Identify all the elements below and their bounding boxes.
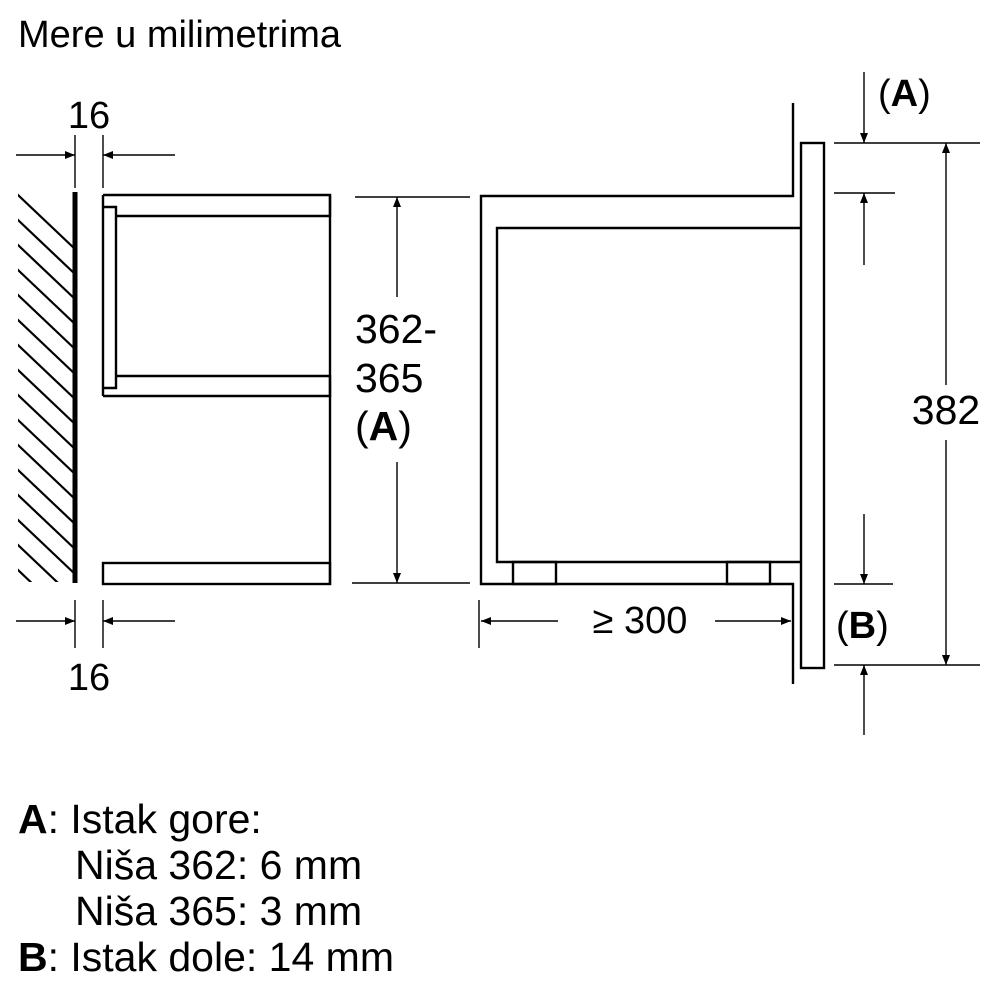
niche-height-label-1: 362- bbox=[355, 306, 437, 352]
front-height-label: 382 bbox=[912, 387, 980, 433]
appliance-body bbox=[495, 226, 801, 586]
gap-label-top: 16 bbox=[68, 95, 110, 137]
bottom-offset-dimension bbox=[834, 514, 980, 735]
legend: A: Istak gore: Niša 362: 6 mm Niša 365: … bbox=[18, 796, 394, 980]
top-offset-dimension bbox=[834, 72, 980, 265]
top-offset-ref: (A) bbox=[878, 73, 931, 115]
depth-dimension bbox=[478, 600, 791, 648]
legend-item-a: A: Istak gore: bbox=[18, 796, 394, 842]
legend-item-b: B: Istak dole: 14 mm bbox=[18, 934, 394, 980]
bottom-offset-ref: (B) bbox=[836, 605, 889, 647]
legend-a-niche-365: Niša 365: 3 mm bbox=[75, 888, 363, 934]
gap-dimension-bottom bbox=[16, 600, 175, 648]
legend-key-a: A bbox=[18, 796, 48, 842]
gap-label-bottom: 16 bbox=[68, 657, 110, 699]
niche-height-ref: (A) bbox=[355, 403, 412, 449]
depth-label: ≥ 300 bbox=[593, 600, 688, 642]
gap-dimension-top bbox=[16, 135, 175, 188]
niche-height-dimension bbox=[352, 196, 470, 584]
cabinet-side-section bbox=[101, 193, 332, 586]
diagram-title: Mere u milimetrima bbox=[18, 14, 342, 56]
niche-height-label-2: 365 bbox=[355, 355, 423, 401]
wall-hatching bbox=[18, 193, 76, 582]
legend-text-a: : Istak gore: bbox=[47, 796, 262, 842]
niche-outline bbox=[479, 103, 795, 684]
legend-key-b: B bbox=[18, 934, 48, 980]
legend-text-b: : Istak dole: 14 mm bbox=[47, 934, 394, 980]
appliance-front-panel bbox=[799, 141, 826, 670]
legend-a-niche-362: Niša 362: 6 mm bbox=[75, 842, 363, 888]
